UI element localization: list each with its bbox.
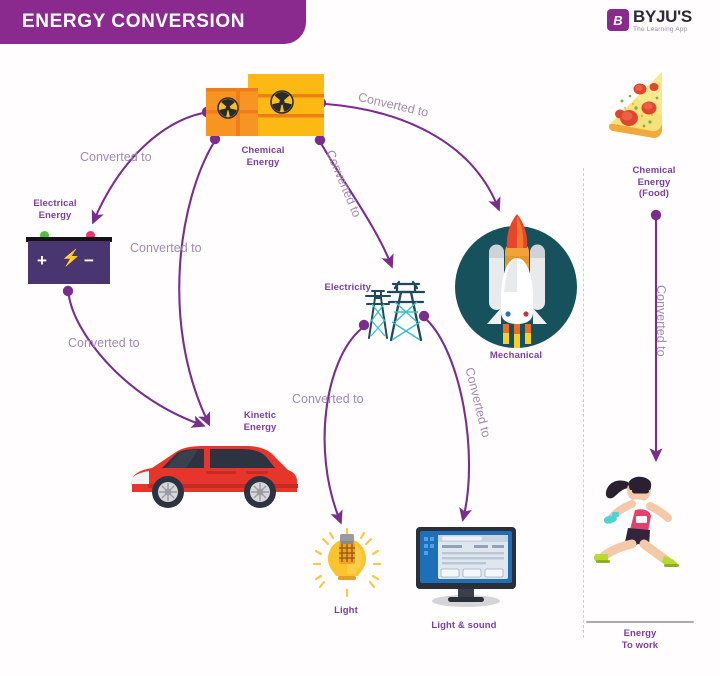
arrow-label-food-to-work: Converted to: [654, 285, 668, 357]
computer-monitor-icon: [414, 525, 516, 607]
label-electrical-energy: Electrical Energy: [33, 198, 77, 221]
oil-barrels-icon: [206, 74, 324, 136]
label-energy-to-work: Energy To work: [621, 628, 659, 651]
arrow-label-chemical-to-electrical: Converted to: [80, 150, 152, 164]
label-light-and-sound: Light & sound: [431, 620, 497, 631]
label-kinetic-energy: Kinetic Energy: [243, 410, 277, 433]
brand-logo: B BYJU'S The Learning App: [607, 8, 711, 40]
rocket-icon: [455, 214, 577, 348]
ground-line: [586, 621, 694, 623]
label-light: Light: [334, 605, 358, 616]
arrow-electricity-to-light-sound: [418, 310, 472, 522]
car-icon: [118, 440, 300, 510]
battery-minus-symbol: −: [84, 251, 94, 270]
label-mechanical: Mechanical: [489, 350, 543, 361]
battery-plus-symbol: +: [37, 251, 47, 270]
label-electricity: Electricity: [324, 282, 371, 293]
arrow-electricity-to-light: [323, 319, 370, 525]
battery-body: + ⚡ −: [28, 241, 110, 284]
arrow-label-chemical-to-kinetic: Converted to: [130, 241, 202, 255]
battery-top-bar: [26, 237, 112, 242]
pizza-slice-icon: [600, 68, 672, 144]
byjus-logo-icon: B: [607, 9, 629, 31]
arrow-label-electrical-to-kinetic: Converted to: [68, 336, 140, 350]
brand-mark-letter: B: [613, 12, 623, 28]
light-bulb-icon: [312, 527, 382, 598]
brand-tagline: The Learning App: [633, 26, 688, 33]
label-chemical-energy-food: Chemical Energy (Food): [632, 165, 676, 199]
title-banner: ENERGY CONVERSION: [0, 0, 306, 44]
page-title: ENERGY CONVERSION: [22, 11, 246, 32]
arrow-food-to-work: [649, 209, 663, 463]
arrow-label-electricity-to-light: Converted to: [292, 392, 364, 406]
arrow-chemical-to-electricity: [314, 134, 394, 269]
brand-name: BYJU'S: [633, 7, 692, 26]
label-chemical-energy: Chemical Energy: [241, 145, 285, 168]
power-pylon-icon: [363, 278, 431, 342]
battery-terminal-positive: [40, 231, 49, 240]
arrow-chemical-to-kinetic: [178, 133, 221, 427]
running-woman-icon: [592, 470, 679, 568]
section-divider: [583, 168, 584, 638]
battery-bolt-icon: ⚡: [61, 250, 81, 267]
battery-icon: + ⚡ −: [26, 231, 112, 284]
arrow-electrical-to-kinetic: [62, 285, 206, 428]
battery-terminal-negative: [86, 231, 95, 240]
